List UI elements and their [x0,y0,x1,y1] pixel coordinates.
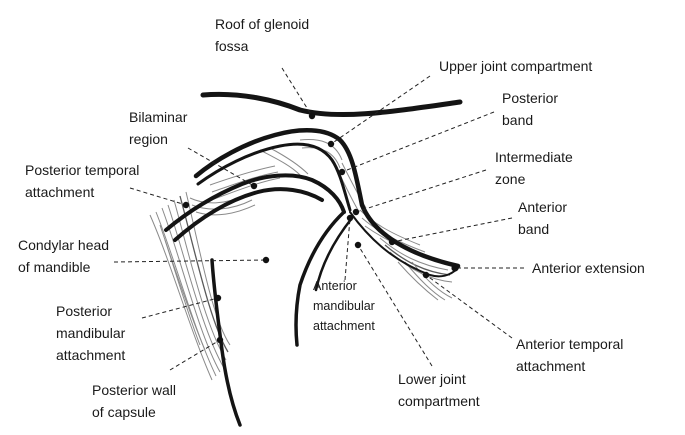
leader-condylar [113,259,267,263]
label-posterior-wall-of-capsule: Posterior wall of capsule [92,379,176,423]
dot-ant-temporal [422,271,430,279]
label-intermediate-zone: Intermediate zone [495,146,573,190]
label-anterior-band: Anterior band [518,196,567,240]
label-line: region [129,131,168,147]
label-roof-of-glenoid-fossa: Roof of glenoid fossa [215,13,309,57]
label-line: attachment [25,184,95,200]
condyle-outline-upper [164,173,346,232]
anterior-ramus [294,210,346,347]
label-line: attachment [516,358,586,374]
label-upper-joint-compartment: Upper joint compartment [439,55,592,77]
dot-post-mandibular [214,294,222,302]
label-line: of mandible [18,259,91,275]
label-line: band [518,221,550,237]
label-line: of capsule [92,404,156,420]
label-line: Posterior temporal [25,162,140,178]
dot-post-temporal [182,201,190,209]
label-line: Posterior [56,303,113,319]
dot-bilaminar [250,182,258,190]
label-bilaminar-region: Bilaminar region [129,106,187,150]
leader-roof [281,67,313,117]
label-lower-joint-compartment: Lower joint compartment [398,368,480,412]
leader-posterior-band [341,111,495,173]
leader-anterior-band [391,217,513,243]
label-posterior-band: Posterior band [502,87,558,131]
dot-lower-joint [354,241,362,249]
label-anterior-temporal-attachment: Anterior temporal attachment [516,333,623,377]
dot-anterior-band [388,238,396,246]
label-line: Bilaminar [129,109,188,125]
posterior-ramus [210,258,242,427]
label-line: zone [495,171,526,187]
dot-intermediate [352,208,360,216]
label-line: Anterior [518,199,568,215]
dot-posterior-band [338,168,346,176]
leader-post-wall [169,339,221,371]
leader-intermediate [355,169,487,213]
leader-upper-joint [330,75,431,145]
label-line: Posterior wall [92,382,177,398]
roof-of-glenoid-fossa [200,91,463,118]
leader-ant-temporal [425,274,513,339]
label-line: Anterior extension [532,260,645,276]
label-anterior-extension: Anterior extension [532,257,645,279]
temporal-articular-surface [193,128,461,269]
label-anterior-mandibular-attachment: Anterior mandibular attachment [313,276,375,336]
label-posterior-temporal-attachment: Posterior temporal attachment [25,159,139,203]
condyle-cap [173,187,324,242]
label-line: Roof of glenoid [215,16,310,32]
label-line: attachment [56,347,126,363]
label-line: compartment [398,393,480,409]
label-line: Lower joint [398,371,466,387]
leader-ant-mandibular [344,217,351,281]
dot-ant-mandibular [346,214,354,222]
disc-upper-surface [196,142,352,212]
leader-lower-joint [357,244,433,367]
label-line: Condylar head [18,237,110,253]
label-line: Intermediate [495,149,573,165]
label-posterior-mandibular-attachment: Posterior mandibular attachment [56,300,125,366]
label-line: mandibular [56,325,126,341]
marker-dots [182,112,459,344]
dot-roof [308,112,316,120]
label-line: band [502,112,534,128]
leader-post-mandibular [141,297,219,319]
label-line: attachment [313,319,375,333]
label-line: Anterior temporal [516,336,624,352]
label-line: mandibular [313,299,375,313]
label-condylar-head: Condylar head of mandible [18,234,109,278]
label-line: Upper joint compartment [439,58,593,74]
dot-condylar [262,256,270,264]
dot-anterior-extension [451,264,459,272]
label-line: fossa [215,38,249,54]
leader-bilaminar [187,147,255,187]
dot-post-wall [216,336,224,344]
label-line: Anterior [313,279,357,293]
anterior-mandibular-line [314,216,354,292]
leader-post-temporal [129,187,187,206]
leader-lines [113,67,524,371]
dot-upper-joint [327,140,335,148]
label-line: Posterior [502,90,559,106]
